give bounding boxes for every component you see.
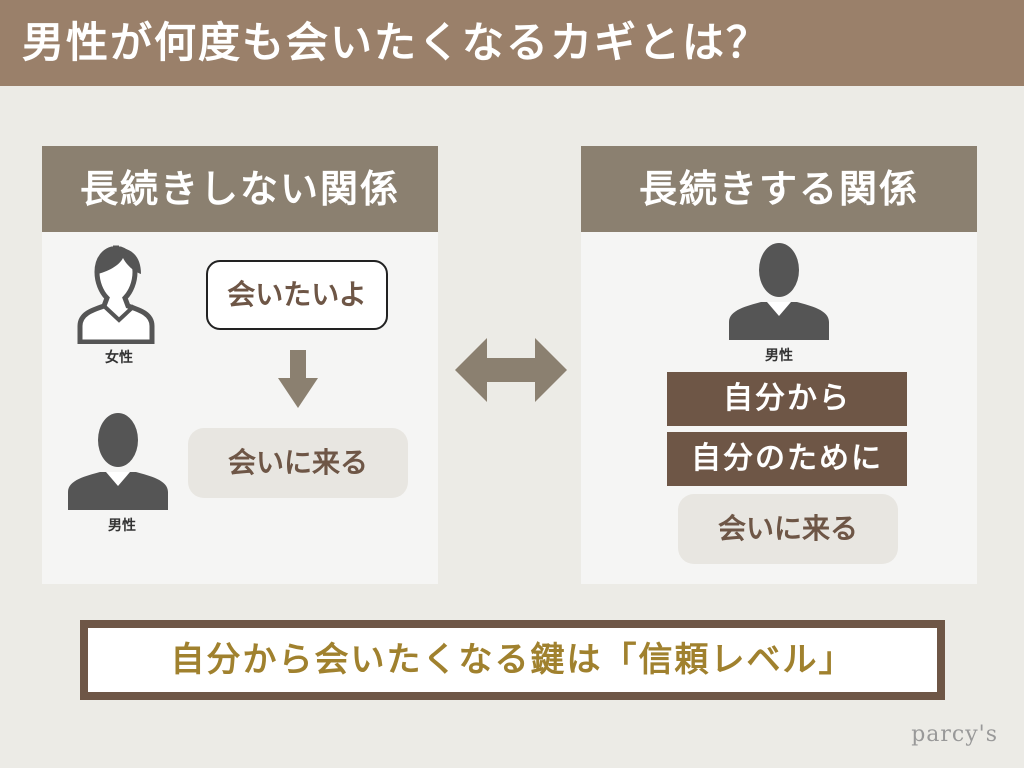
page-title: 男性が何度も会いたくなるカギとは？ (0, 0, 1024, 86)
bubble-come-to-meet: 会いに来る (188, 428, 408, 498)
man-icon (729, 243, 829, 340)
man-label: 男性 (765, 348, 793, 364)
double-arrow-icon (455, 338, 567, 402)
bubble-come-to-meet: 会いに来る (678, 494, 898, 564)
woman-icon (77, 245, 155, 344)
left-panel: 長続きしない関係 (42, 146, 438, 584)
man-label: 男性 (108, 518, 136, 534)
left-panel-heading: 長続きしない関係 (42, 146, 438, 232)
right-panel: 長続きする関係 (581, 146, 977, 584)
logo: parcy's (911, 722, 998, 747)
man-icon (68, 413, 168, 510)
arrow-down-icon (278, 350, 318, 408)
right-panel-heading: 長続きする関係 (581, 146, 977, 232)
bar-on-his-own: 自分から (667, 372, 907, 426)
bar-for-himself: 自分のために (667, 432, 907, 486)
key-message: 自分から会いたくなる鍵は「信頼レベル」 (80, 620, 945, 700)
bubble-want-to-meet: 会いたいよ (206, 260, 388, 330)
woman-label: 女性 (105, 350, 133, 366)
